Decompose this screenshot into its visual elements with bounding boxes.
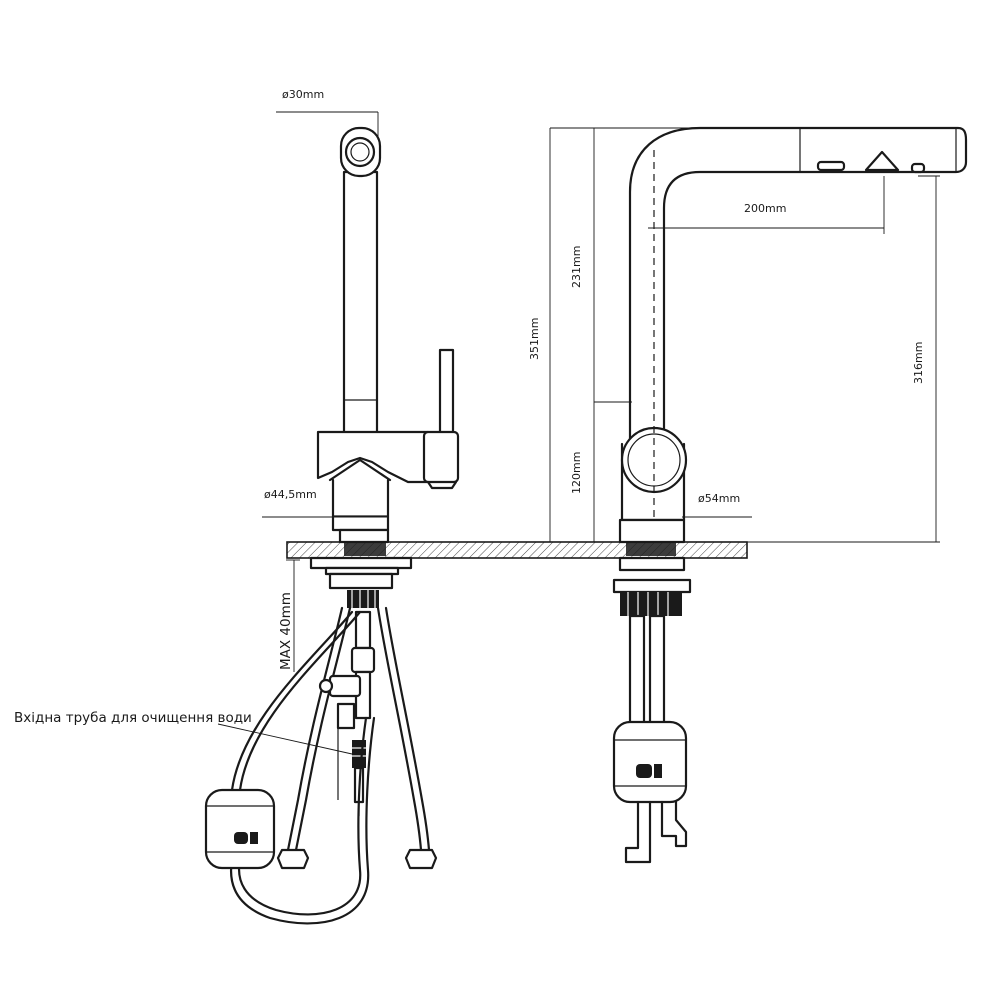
spout-diameter-label: ø30mm	[282, 88, 324, 101]
dimension-outlet-height: 316mm	[746, 175, 940, 543]
dimension-total-height: 351mm	[528, 127, 700, 542]
pullout-hose-left	[230, 610, 376, 925]
spout-height-label: 231mm	[570, 246, 583, 288]
faucet-side-view	[612, 126, 968, 864]
dimension-spout-height: 231mm	[570, 128, 632, 403]
body-height-label: 120mm	[570, 452, 583, 494]
dimension-base-diameter-left: ø44,5mm	[262, 488, 388, 518]
base-diameter-right-label: ø54mm	[698, 492, 740, 505]
faucet-front-view	[309, 126, 460, 608]
reach-label: 200mm	[744, 202, 786, 215]
total-height-label: 351mm	[528, 318, 541, 360]
dimension-spout-diameter: ø30mm	[276, 88, 379, 140]
inlet-pipe-label: Вхідна труба для очищення води	[14, 710, 252, 726]
max-thickness-label: MAX 40mm	[278, 592, 294, 670]
hose-weight-left	[204, 788, 276, 870]
inlet-pipe-callout: Вхідна труба для очищення води	[14, 710, 353, 755]
dimension-body-height: 120mm	[570, 402, 595, 542]
supply-hoses-left	[276, 606, 438, 870]
dimension-reach: 200mm	[648, 176, 885, 234]
dimension-max-thickness: MAX 40mm	[278, 559, 300, 672]
dimension-base-diameter-right: ø54mm	[682, 492, 752, 518]
outlet-height-label: 316mm	[912, 342, 925, 384]
base-diameter-left-label: ø44,5mm	[264, 488, 317, 501]
